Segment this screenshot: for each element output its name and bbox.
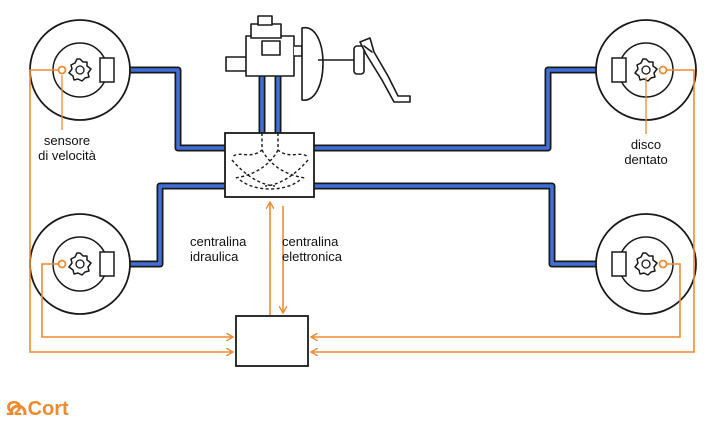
signal-wires xyxy=(29,69,695,352)
label-leaders xyxy=(61,75,647,134)
brand-logo xyxy=(9,404,27,415)
electronic-unit-label: centralina elettronica xyxy=(282,234,342,264)
electronic-control-unit xyxy=(235,315,309,367)
master-cylinder-booster xyxy=(225,15,365,101)
toothed-disc-label: disco dentato xyxy=(624,137,668,167)
speed-sensor-label: sensore di velocità xyxy=(38,133,96,163)
brake-pedal-icon xyxy=(359,37,411,103)
speed-sensors xyxy=(57,65,668,269)
wheel-rear-right xyxy=(595,213,697,315)
hydraulic-unit-label: centralina idraulica xyxy=(190,234,247,264)
wheel-front-right xyxy=(595,19,697,121)
hydraulic-control-unit xyxy=(224,132,315,198)
brand-text: Ω Cort xyxy=(6,398,69,420)
hydraulic-lines xyxy=(108,66,619,268)
